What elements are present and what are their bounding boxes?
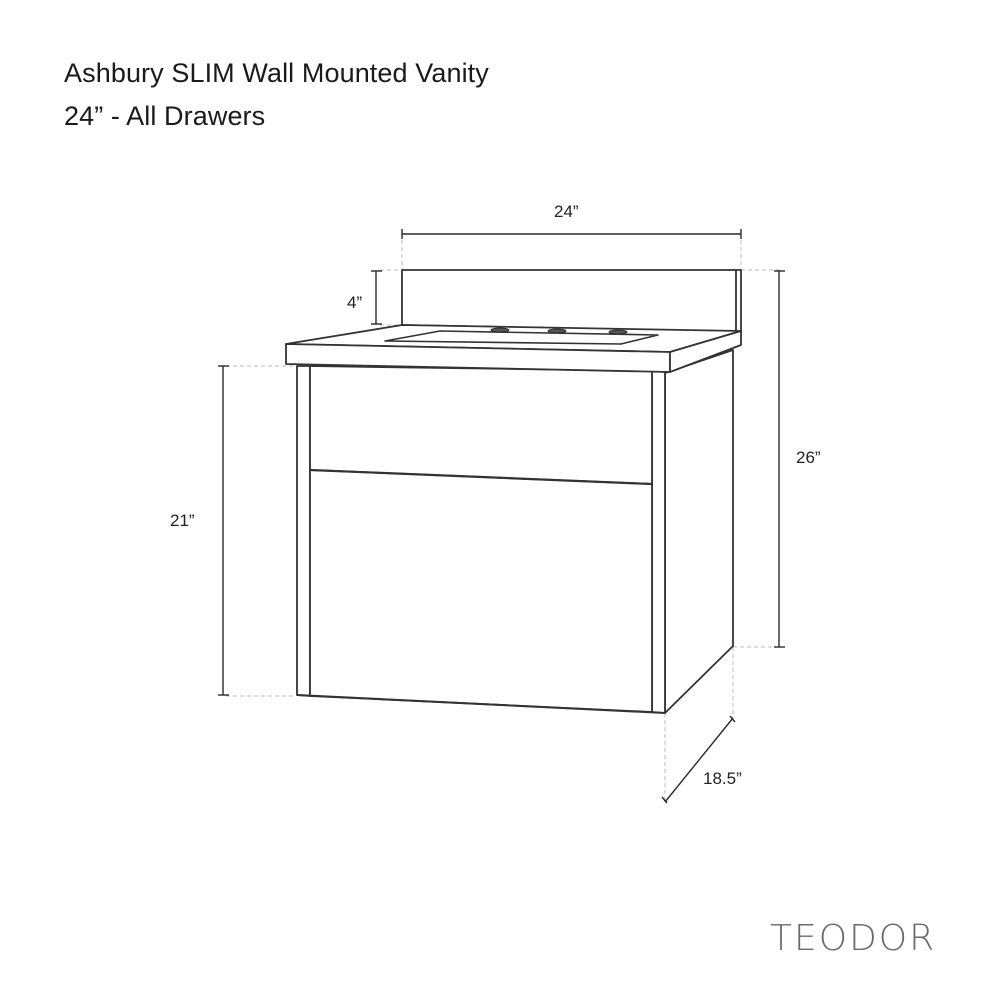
vanity xyxy=(285,269,742,714)
faucet-holes xyxy=(490,327,628,335)
width-dimension-label: 24” xyxy=(554,202,579,221)
cabinet-right-stile xyxy=(651,370,666,714)
product-subtitle: 24” - All Drawers xyxy=(64,101,266,131)
total-height-label: 26” xyxy=(796,448,821,467)
faucet-hole-icon xyxy=(547,328,567,334)
cabinet-side xyxy=(664,349,734,714)
upper-drawer xyxy=(309,365,653,485)
cabinet-left-stile xyxy=(296,365,311,697)
dimension-lines xyxy=(218,229,785,804)
extension-guides xyxy=(226,240,780,800)
brand-logo: TEODOR xyxy=(770,918,937,959)
backsplash-height-label: 4” xyxy=(347,293,363,312)
depth-dimension-label: 18.5” xyxy=(703,769,742,788)
product-title: Ashbury SLIM Wall Mounted Vanity xyxy=(64,58,489,88)
backsplash xyxy=(401,269,742,333)
lower-drawer xyxy=(309,469,653,713)
sink-basin xyxy=(384,330,659,345)
faucet-hole-icon xyxy=(608,329,628,335)
cabinet-height-label: 21” xyxy=(170,511,195,530)
faucet-hole-icon xyxy=(490,327,510,333)
countertop-side xyxy=(669,330,742,373)
